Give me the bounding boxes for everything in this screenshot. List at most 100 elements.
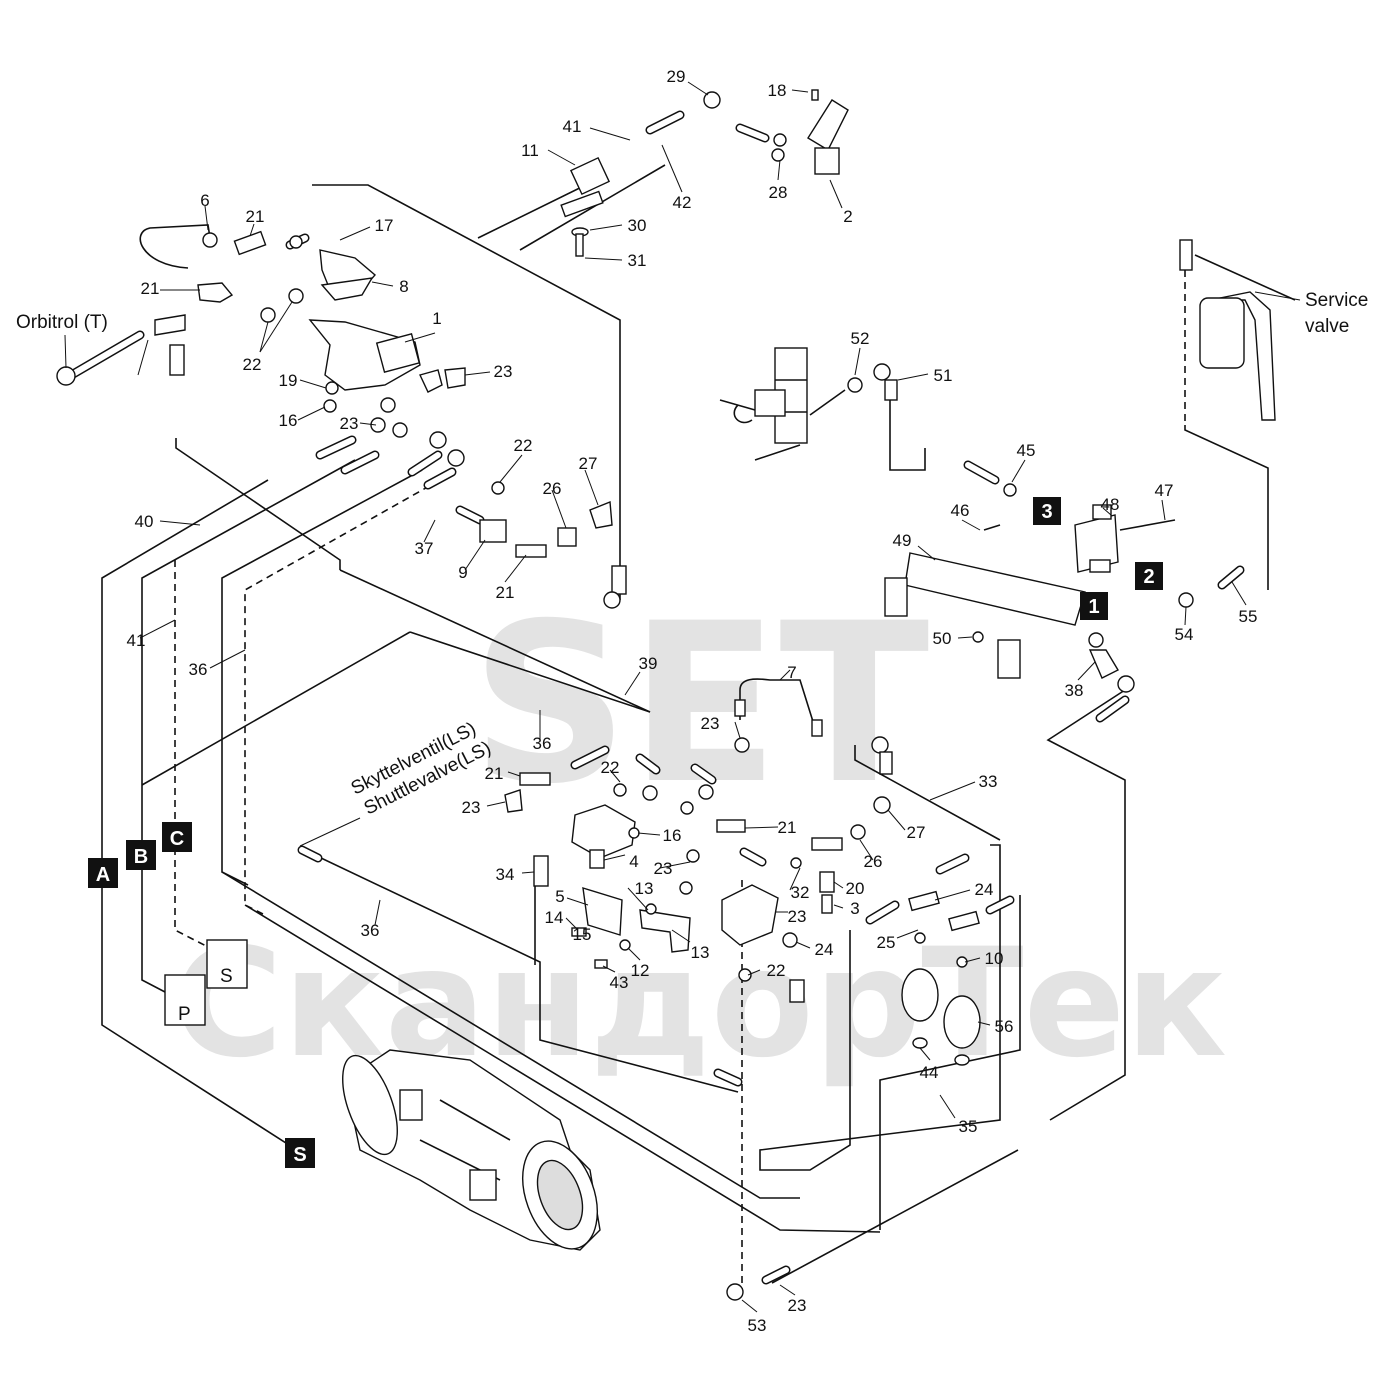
part-number-callout: 40 <box>135 512 154 531</box>
port-p-letter: P <box>178 1004 191 1025</box>
part-number-callout: 36 <box>361 921 380 940</box>
part-number-callout: 21 <box>246 207 265 226</box>
port-s-letter: S <box>220 966 233 987</box>
service-valve-label-2: valve <box>1305 316 1349 337</box>
orbitrol-label: Orbitrol (T) <box>16 312 108 333</box>
part-number-callout: 21 <box>141 279 160 298</box>
part-number-callout: 12 <box>631 961 650 980</box>
part-number-callout: 17 <box>375 216 394 235</box>
tag-A: A <box>88 858 118 888</box>
part-number-callout: 20 <box>846 879 865 898</box>
part-number-callout: 32 <box>791 883 810 902</box>
part-number-callout: 21 <box>778 818 797 837</box>
part-number-callout: 21 <box>485 764 504 783</box>
part-number-callout: 22 <box>243 355 262 374</box>
part-number-callout: 55 <box>1239 607 1258 626</box>
part-number-callout: 2 <box>843 207 852 226</box>
part-number-callout: 16 <box>663 826 682 845</box>
tag-3: 3 <box>1033 497 1061 525</box>
tag-B: B <box>126 840 156 870</box>
top-valve-assembly <box>560 89 849 257</box>
part-number-callout: 56 <box>995 1017 1014 1036</box>
watermark: SET СкандорТек <box>173 576 1227 1091</box>
part-number-callout: 7 <box>787 663 796 682</box>
part-number-callout: 41 <box>563 117 582 136</box>
part-number-callout: 26 <box>864 852 883 871</box>
part-number-callout: 45 <box>1017 441 1036 460</box>
transmission-housing <box>342 1049 601 1251</box>
service-valve <box>1179 239 1296 425</box>
svg-text:C: C <box>170 828 184 850</box>
part-number-callouts: 29 18 41 11 42 28 2 6 21 17 30 31 8 21 2… <box>127 67 1258 1335</box>
part-number-callout: 24 <box>975 880 994 899</box>
part-number-callout: 18 <box>768 81 787 100</box>
part-number-callout: 35 <box>959 1117 978 1136</box>
valve-block-45 <box>884 460 1245 723</box>
part-number-callout: 27 <box>579 454 598 473</box>
part-number-callout: 28 <box>769 183 788 202</box>
part-number-callout: 9 <box>458 563 467 582</box>
part-number-callout: 6 <box>200 191 209 210</box>
orbitrol-valve-block <box>56 224 466 490</box>
part-number-callout: 42 <box>673 193 692 212</box>
svg-text:A: A <box>96 864 110 886</box>
part-number-callout: 38 <box>1065 681 1084 700</box>
part-number-callout: 36 <box>533 734 552 753</box>
part-number-callout: 44 <box>920 1063 939 1082</box>
part-number-callout: 53 <box>748 1316 767 1335</box>
solenoid-assembly <box>719 347 898 461</box>
part-number-callout: 23 <box>494 362 513 381</box>
part-number-callout: 30 <box>628 216 647 235</box>
part-number-callout: 21 <box>496 583 515 602</box>
part-number-callout: 50 <box>933 629 952 648</box>
part-number-callout: 23 <box>788 1296 807 1315</box>
port-blocks: P S <box>164 939 248 1026</box>
part-number-callout: 23 <box>654 859 673 878</box>
part-number-callout: 43 <box>610 973 629 992</box>
tag-S: S <box>285 1138 315 1168</box>
tag-C: C <box>162 822 192 852</box>
part-number-callout: 23 <box>788 907 807 926</box>
part-number-callout: 25 <box>877 933 896 952</box>
part-number-callout: 23 <box>462 798 481 817</box>
part-number-callout: 3 <box>850 899 859 918</box>
part-number-callout: 24 <box>815 940 834 959</box>
part-number-callout: 39 <box>639 654 658 673</box>
part-number-callout: 37 <box>415 539 434 558</box>
part-number-callout: 10 <box>985 949 1004 968</box>
bottom-fittings <box>726 1265 791 1301</box>
part-number-callout: 4 <box>629 852 638 871</box>
part-number-callout: 29 <box>667 67 686 86</box>
part-number-callout: 34 <box>496 865 515 884</box>
part-number-callout: 31 <box>628 251 647 270</box>
part-number-callout: 49 <box>893 531 912 550</box>
part-number-callout: 19 <box>279 371 298 390</box>
part-number-callout: 46 <box>951 501 970 520</box>
part-number-callout: 22 <box>767 961 786 980</box>
tee-assembly-9 <box>455 481 627 609</box>
part-number-callout: 15 <box>573 925 592 944</box>
accumulators-10 <box>901 890 1015 1066</box>
part-number-callout: 54 <box>1175 625 1194 644</box>
svg-text:S: S <box>293 1144 306 1166</box>
part-number-callout: 27 <box>907 823 926 842</box>
svg-text:1: 1 <box>1088 596 1099 618</box>
part-number-callout: 52 <box>851 329 870 348</box>
part-number-callout: 41 <box>127 631 146 650</box>
part-number-callout: 23 <box>340 414 359 433</box>
part-number-callout: 51 <box>934 366 953 385</box>
part-number-callout: 14 <box>545 908 564 927</box>
part-number-callout: 47 <box>1155 481 1174 500</box>
part-number-callout: 22 <box>601 758 620 777</box>
part-number-callout: 8 <box>399 277 408 296</box>
part-number-callout: 26 <box>543 479 562 498</box>
part-number-callout: 48 <box>1101 495 1120 514</box>
part-number-callout: 1 <box>432 309 441 328</box>
part-number-callout: 11 <box>521 141 539 160</box>
part-number-callout: 22 <box>514 436 533 455</box>
svg-text:3: 3 <box>1041 501 1052 523</box>
tag-1: 1 <box>1080 592 1108 620</box>
part-number-callout: 13 <box>691 943 710 962</box>
part-number-callout: 23 <box>701 714 720 733</box>
